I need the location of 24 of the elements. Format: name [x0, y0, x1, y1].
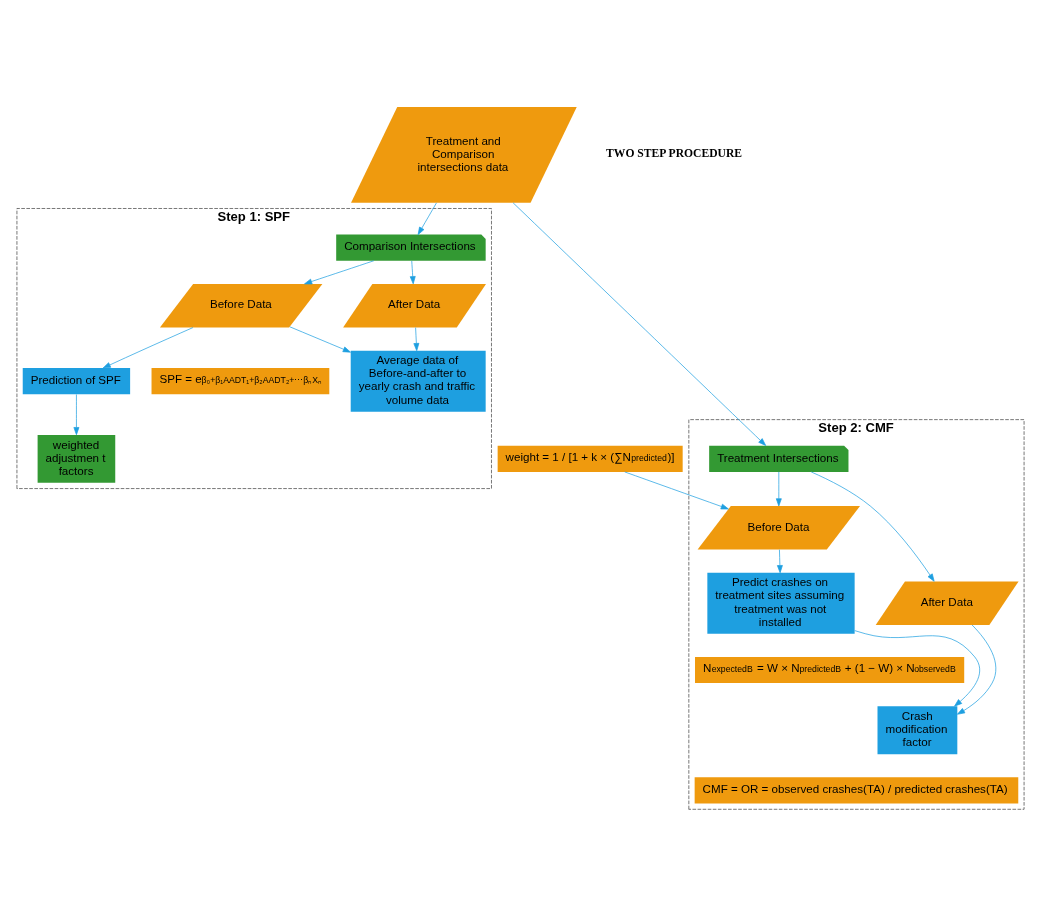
- arrow: [102, 326, 194, 368]
- node-box: Average data of Before-and-after to yearly crash and traffic volume data: [350, 350, 486, 412]
- node-box: Prediction of SPF: [22, 367, 131, 394]
- arrow: [289, 325, 351, 352]
- node-box: SPF = eβ₀+β₁AADT₁+β₂AADT₂+⋯βₙXₙ: [151, 367, 330, 394]
- arrow: [413, 326, 420, 351]
- arrow: [624, 471, 729, 509]
- arrow: [810, 471, 935, 582]
- arrow: [957, 624, 997, 715]
- arrow: [512, 201, 767, 446]
- arrow: [304, 259, 375, 284]
- node-box: weighted adjustmen t factors: [37, 434, 116, 483]
- node-box: weight = 1 / [1 + k × (∑Npredicted)]: [497, 445, 683, 472]
- node-box: CMF = OR = observed crashes(TA) / predicted crashes(TA): [694, 776, 1019, 803]
- node-box: Crash modification factor: [877, 705, 958, 754]
- arrow: [775, 471, 782, 506]
- arrow: [854, 629, 980, 706]
- arrow: [777, 548, 783, 573]
- arrow: [73, 393, 80, 435]
- label: TWO STEP PROCEDURE: [606, 146, 743, 160]
- node-box: Predict crashes on treatment sites assuming treatment was not installed: [707, 572, 855, 634]
- arrow: [417, 201, 437, 235]
- arrow: [409, 260, 416, 284]
- node-box: NexpectedB = W × NpredictedB + (1 − W) × NobservedB: [695, 656, 965, 683]
